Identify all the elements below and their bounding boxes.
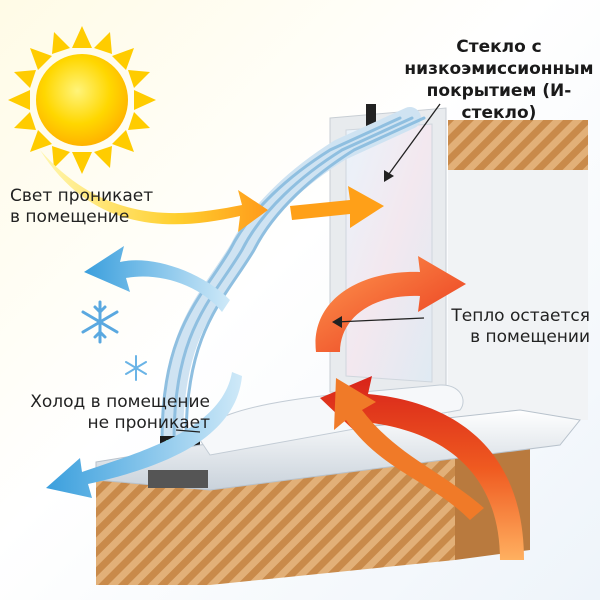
cold-arrow-deflected <box>84 246 230 312</box>
heat-arrow-upper <box>315 256 466 352</box>
window-frame <box>329 104 447 401</box>
pointer-arrowheads <box>332 170 394 328</box>
label-cold-blocked: Холод в помещение не проникает <box>10 392 210 434</box>
label-cold-line2: не проникает <box>87 413 211 433</box>
label-light-line1: Свет проникает <box>10 186 154 206</box>
label-heat-line2: в помещении <box>470 327 590 347</box>
label-low-e-glass: Стекло с низкоэмиссионным покрытием (И-с… <box>398 36 600 124</box>
pointer-lines <box>175 103 441 433</box>
sun-icon <box>8 26 156 174</box>
snowflake-icon <box>125 355 147 381</box>
label-light-penetrates: Свет проникает в помещение <box>10 186 153 228</box>
label-heat-line1: Тепло остается <box>451 306 590 326</box>
label-glass-line2: низкоэмиссионным <box>404 59 594 79</box>
wall-right <box>448 120 588 420</box>
label-heat-stays: Тепло остается в помещении <box>400 306 590 348</box>
light-arrow-incoming <box>40 150 268 232</box>
label-glass-line3: покрытием (И-стекло) <box>426 81 572 123</box>
cold-arrow-lower <box>46 372 242 498</box>
heat-arrow-bottom <box>334 378 484 520</box>
light-arrow-inside <box>290 186 384 228</box>
snowflake-icon <box>81 300 119 344</box>
label-cold-line1: Холод в помещение <box>30 392 210 412</box>
label-glass-line1: Стекло с <box>456 37 542 57</box>
label-light-line2: в помещение <box>10 207 130 227</box>
